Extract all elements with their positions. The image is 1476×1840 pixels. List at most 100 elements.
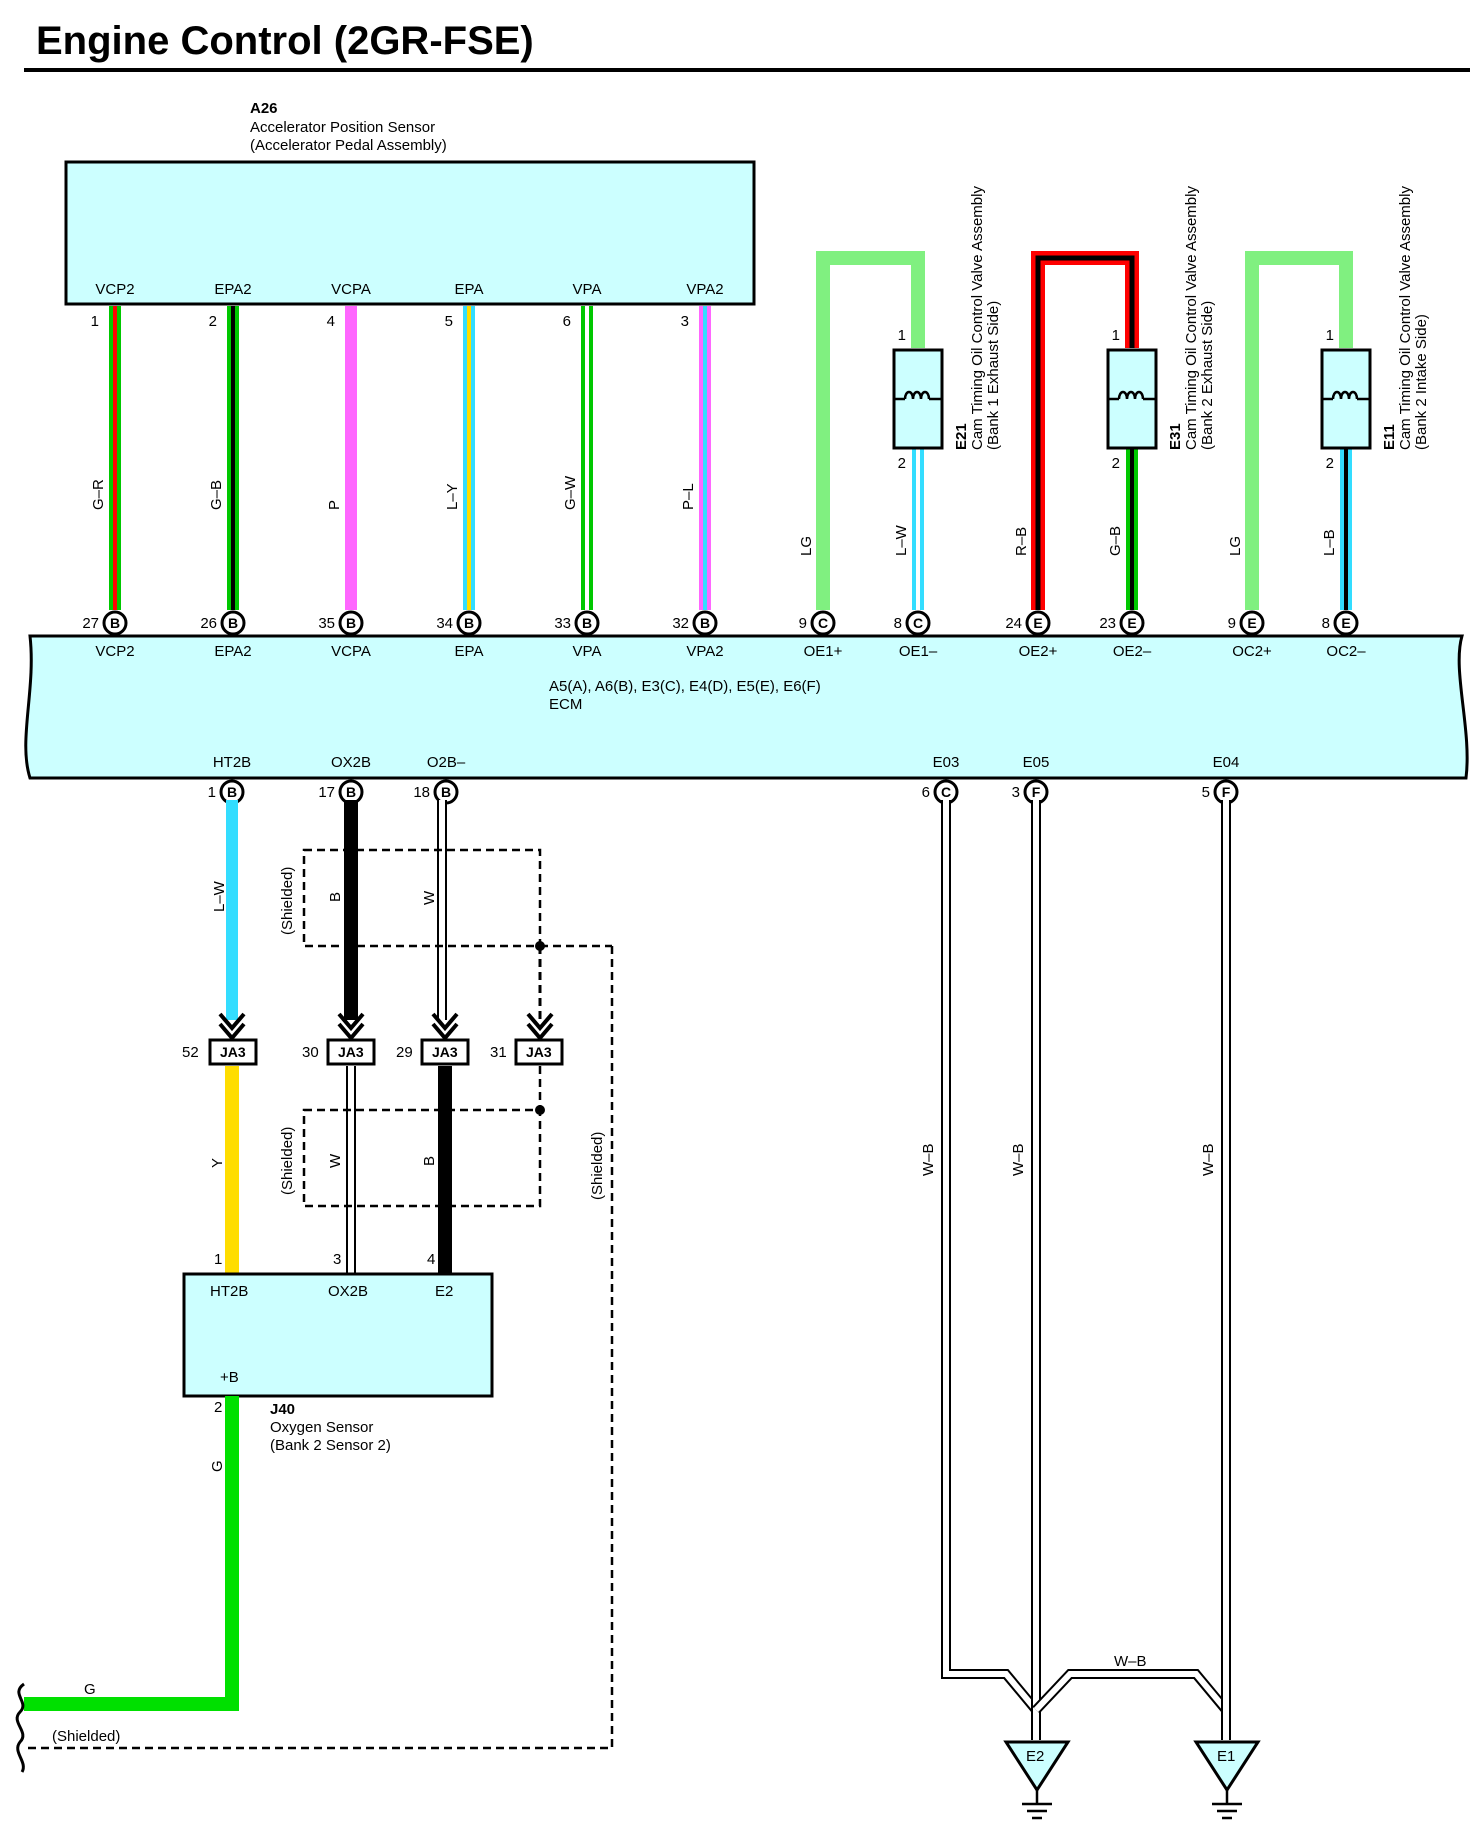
ecm-valve-pin-1-1-letter: E	[1127, 615, 1136, 631]
a26-pin-0: 1	[91, 313, 99, 330]
junction-pin-29: 29	[396, 1044, 413, 1061]
ecm-top-pin-4-circle	[574, 610, 600, 636]
junction-ja3-52	[208, 1038, 258, 1066]
wire-color-b-upper: B	[327, 892, 344, 902]
ecm-bottom-term-3: E03	[933, 754, 960, 771]
sensor-wire-color-3: L–Y	[444, 483, 461, 510]
ecm-valve-pinnum-1-1: 23	[1099, 615, 1116, 632]
ecm-bottom-pinnum-3: 6	[922, 784, 930, 801]
shield-box-lower	[302, 1108, 542, 1208]
ecm-top-term-4: VPA	[573, 643, 602, 660]
a26-box	[64, 160, 756, 306]
ecm-top-pin-2-circle	[338, 610, 364, 636]
wire-color-wb-e05: W–B	[1010, 1143, 1027, 1176]
j40-term-ht2b: HT2B	[210, 1283, 248, 1300]
j40-pin-3: 3	[333, 1251, 341, 1268]
junction-arrow-b-0	[218, 1022, 246, 1042]
a26-pin-4: 6	[563, 313, 571, 330]
ecm-top-pinnum-3: 34	[436, 615, 453, 632]
shield-drain-long	[24, 946, 614, 1750]
wire-color-y: Y	[209, 1158, 226, 1168]
junction-arrow-b-3	[526, 1022, 554, 1042]
j40-term-e2: E2	[435, 1283, 453, 1300]
ecm-top-pin-4-letter: B	[582, 615, 592, 631]
valve-loop-0	[816, 251, 925, 610]
ecm-valve-pin-2-0-circle	[1239, 610, 1265, 636]
j40-pin-1: 1	[214, 1251, 222, 1268]
j40-box	[182, 1272, 494, 1398]
j40-sub: (Bank 2 Sensor 2)	[270, 1437, 391, 1454]
wire-color-g-vertical: G	[209, 1460, 226, 1472]
j40-pin-2: 2	[214, 1399, 222, 1416]
wire-power-g	[24, 1396, 239, 1711]
wire-color-wb-e04: W–B	[1200, 1143, 1217, 1176]
junction-pin-52: 52	[182, 1044, 199, 1061]
valve-coil-2	[1331, 390, 1359, 400]
j40-id: J40	[270, 1401, 295, 1418]
ecm-top-term-5: VPA2	[686, 643, 723, 660]
ecm-top-term-2: VCPA	[331, 643, 371, 660]
a26-term-5: VPA2	[686, 281, 723, 298]
ground-e1: E1	[1193, 1740, 1261, 1820]
junction-arrow-a-0	[218, 1012, 246, 1032]
ecm-valve-pin-1-0-letter: E	[1033, 615, 1042, 631]
junction-pin-30: 30	[302, 1044, 319, 1061]
ecm-valve-term-2-1: OC2–	[1326, 643, 1366, 660]
a26-pin-3: 5	[445, 313, 453, 330]
a26-term-3: EPA	[455, 281, 484, 298]
sensor-wire-color-5: P–L	[680, 483, 697, 510]
ecm-top-pin-3-letter: B	[464, 615, 474, 631]
ecm-top-pinnum-1: 26	[200, 615, 217, 632]
j40-name: Oxygen Sensor	[270, 1419, 373, 1436]
junction-ja3-29	[420, 1038, 470, 1066]
ecm-bottom-pinnum-1: 17	[318, 784, 335, 801]
ecm-valve-term-1-1: OE2–	[1113, 643, 1152, 660]
a26-id: A26	[250, 100, 278, 117]
ecm-bottom-term-1: OX2B	[331, 754, 371, 771]
junction-arrow-a-2	[431, 1012, 459, 1032]
wire-e03	[943, 800, 1039, 1740]
ecm-name: ECM	[549, 696, 582, 713]
ecm-top-pin-5-letter: B	[700, 615, 710, 631]
valve-name-1: Cam Timing Oil Control Valve Assembly	[1183, 186, 1200, 450]
junction-label-29: JA3	[432, 1044, 458, 1060]
ecm-valve-pin-2-1-circle	[1333, 610, 1359, 636]
junction-label-31: JA3	[526, 1044, 552, 1060]
shield-label-bottom: (Shielded)	[52, 1728, 120, 1745]
junction-label-52: JA3	[220, 1044, 246, 1060]
junction-connectors: 52 JA3 30 JA3 29 JA3 31 JA3	[182, 1038, 564, 1066]
ecm-bottom-pin-0-letter: B	[227, 784, 237, 800]
valve-pin1-1: 1	[1112, 327, 1120, 344]
ecm-valve-term-0-0: OE1+	[804, 643, 843, 660]
ecm-top-pinnum-0: 27	[82, 615, 99, 632]
ecm-valve-pin-2-0-letter: E	[1247, 615, 1256, 631]
ecm-box	[24, 634, 1469, 780]
ecm-valve-pin-0-1-letter: C	[913, 615, 923, 631]
valve-plus-color-0: LG	[798, 536, 815, 556]
ecm-bottom-pinnum-2: 18	[413, 784, 430, 801]
valve-pin2-2: 2	[1326, 455, 1334, 472]
valve-pin1-2: 1	[1326, 327, 1334, 344]
ground-e2: E2	[1003, 1740, 1071, 1820]
ecm-valve-pin-1-1-circle	[1119, 610, 1145, 636]
ground-wires	[941, 800, 1231, 1740]
junction-ja3-31	[514, 1038, 564, 1066]
valve-plus-color-1: R–B	[1013, 527, 1030, 556]
junction-ja3-30	[326, 1038, 376, 1066]
a26-pin-1: 2	[209, 313, 217, 330]
valve-coil-1	[1117, 390, 1145, 400]
ecm-top-pin-2-letter: B	[346, 615, 356, 631]
a26-name: Accelerator Position Sensor	[250, 119, 435, 136]
wire-e05-bridge	[1033, 1671, 1229, 1740]
ground-e1-triangle	[1193, 1740, 1261, 1793]
ecm-bottom-pin-1-letter: B	[346, 784, 356, 800]
ecm-top-pin-0-circle	[102, 610, 128, 636]
valve-loop-stripe-1	[1035, 255, 1135, 610]
wire-color-wb-e03: W–B	[920, 1143, 937, 1176]
wire-color-wb-bridge: W–B	[1114, 1653, 1147, 1670]
ecm-valve-term-0-1: OE1–	[899, 643, 938, 660]
valve-id-1: E31	[1167, 423, 1184, 450]
a26-term-2: VCPA	[331, 281, 371, 298]
ecm-top-term-1: EPA2	[214, 643, 251, 660]
